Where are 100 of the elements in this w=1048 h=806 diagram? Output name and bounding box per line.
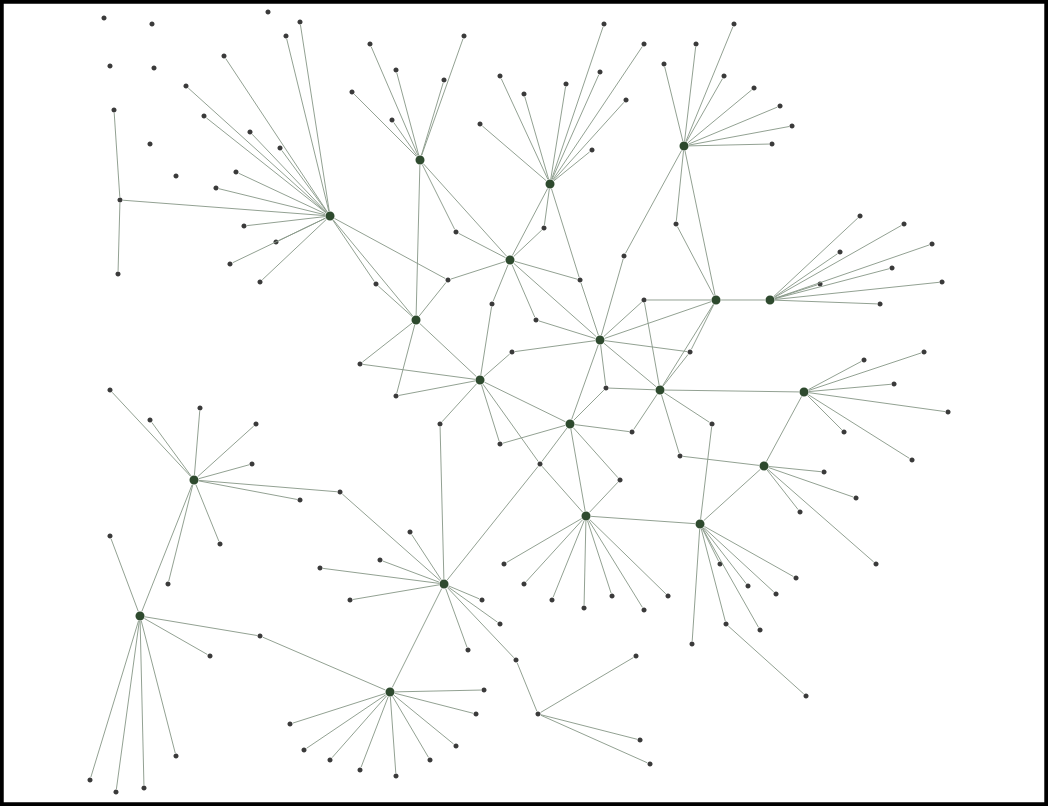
link-line [608, 387, 656, 391]
link-line [540, 714, 638, 740]
link-line [483, 353, 511, 378]
link-line [551, 188, 580, 278]
link-line [286, 38, 330, 212]
link-line [700, 426, 713, 520]
link-line [482, 383, 539, 462]
link-line [187, 87, 327, 214]
link-line [687, 89, 753, 144]
link-line [306, 694, 387, 749]
link-line [514, 260, 578, 280]
link-line [573, 389, 605, 421]
link-line [193, 410, 201, 476]
link-line [727, 625, 805, 695]
link-line [768, 467, 854, 498]
link-line [589, 519, 667, 595]
link-line [396, 72, 420, 156]
link-line [633, 393, 658, 430]
link-line [492, 264, 509, 302]
link-line [394, 689, 482, 693]
link-line [684, 46, 697, 142]
link-line [113, 112, 121, 198]
link-line [421, 38, 464, 156]
link-line [353, 93, 417, 157]
link-line [688, 126, 790, 146]
link-line [540, 714, 648, 764]
link-line [589, 481, 619, 513]
link-line [370, 46, 419, 156]
link-line [514, 340, 596, 353]
link-line [393, 694, 455, 745]
link-line [773, 253, 838, 298]
link-line [382, 560, 440, 583]
link-line [625, 149, 683, 254]
link-line [600, 344, 607, 386]
link-line [481, 384, 500, 442]
link-line [111, 391, 191, 477]
link-line [261, 219, 327, 281]
link-line [538, 320, 596, 339]
link-line [587, 520, 612, 594]
link-line [661, 394, 680, 454]
link-line [352, 584, 440, 600]
link-line [688, 106, 778, 145]
link-line [421, 82, 444, 156]
link-line [570, 428, 586, 512]
link-line [663, 392, 710, 423]
link-line [144, 616, 258, 636]
link-line [511, 188, 549, 256]
link-line [644, 302, 660, 386]
link-line [702, 527, 747, 585]
link-line [334, 217, 446, 279]
link-line [603, 342, 657, 388]
link-line [262, 636, 386, 691]
link-line [481, 125, 547, 182]
link-line [480, 306, 492, 376]
link-line [552, 101, 625, 181]
link-line [664, 66, 684, 142]
link-line [552, 520, 585, 598]
link-line [551, 26, 604, 180]
link-line [774, 281, 940, 300]
link-line [720, 299, 766, 301]
link-line [506, 518, 583, 563]
link-line [540, 657, 634, 713]
link-line [774, 268, 890, 300]
link-line [502, 424, 566, 444]
link-line [524, 96, 550, 180]
link-line [251, 133, 327, 213]
link-line [281, 150, 328, 213]
link-line [525, 519, 584, 583]
link-line [439, 426, 445, 580]
link-line [513, 229, 543, 257]
link-line [572, 427, 619, 479]
link-line [675, 150, 684, 222]
link-line [702, 527, 759, 628]
link-line [774, 244, 930, 299]
link-line [516, 662, 538, 712]
link-line [767, 468, 875, 563]
link-line [691, 528, 701, 642]
link-line [422, 163, 508, 257]
link-line [168, 484, 194, 582]
link-line [773, 217, 859, 297]
link-line [766, 469, 799, 511]
link-line [198, 480, 298, 500]
link-line [684, 150, 716, 296]
link-line [765, 396, 803, 462]
link-line [773, 225, 902, 298]
link-line [808, 360, 862, 391]
link-line [690, 304, 715, 350]
link-line [808, 392, 946, 413]
link-line [550, 86, 566, 180]
link-line [703, 526, 794, 577]
link-line [361, 322, 413, 363]
link-line [703, 468, 761, 522]
link-line [551, 74, 600, 180]
link-line [331, 695, 388, 759]
link-line [441, 383, 478, 423]
link-line [646, 299, 712, 301]
link-line [552, 46, 643, 181]
link-line [541, 427, 568, 462]
link-line [682, 455, 760, 466]
link-line [603, 301, 643, 338]
